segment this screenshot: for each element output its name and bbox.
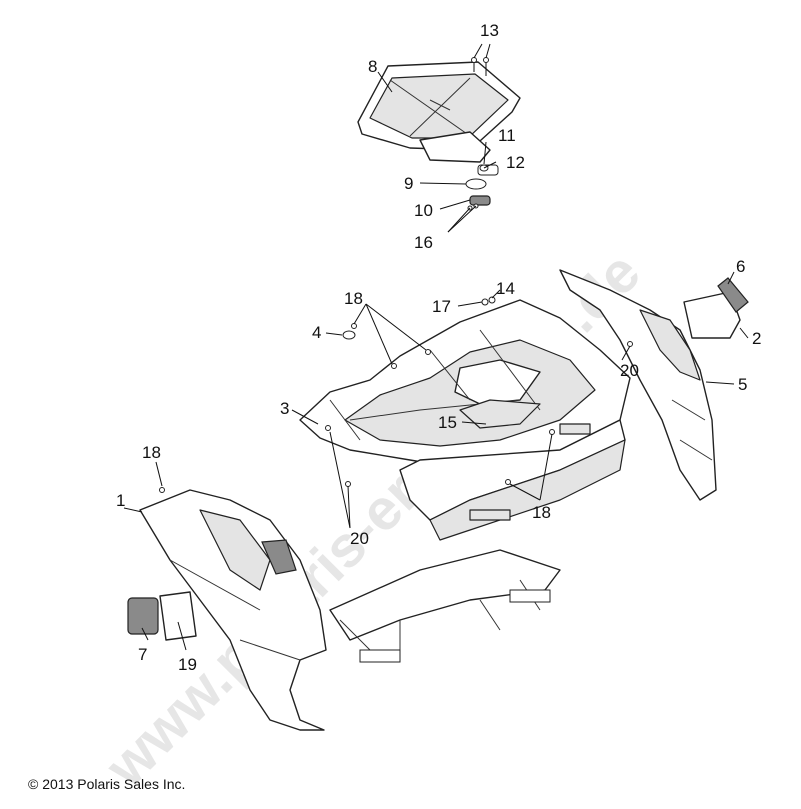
latch-hardware-group	[465, 164, 499, 211]
callout-20-right: 20	[620, 361, 639, 380]
callout-18-top: 18	[344, 289, 363, 308]
frame-mount-right	[509, 589, 551, 603]
callout-17: 17	[432, 297, 451, 316]
part-4-grommet	[342, 330, 356, 340]
callout-6: 6	[736, 257, 745, 276]
part-17-bolt	[481, 298, 489, 306]
part-18-fastener-c	[425, 349, 431, 355]
callout-19: 19	[178, 655, 197, 674]
part-14-nut	[488, 296, 496, 304]
copyright-notice: © 2013 Polaris Sales Inc.	[28, 776, 186, 792]
part-6-vent	[717, 277, 749, 313]
part-18-fastener-d	[159, 487, 165, 493]
panel-vent-detail	[261, 539, 297, 575]
frame-mount-left	[359, 649, 401, 663]
callout-18-left: 18	[142, 443, 161, 462]
callout-15: 15	[438, 413, 457, 432]
part-20-clip-a	[325, 425, 331, 431]
callout-13: 13	[480, 21, 499, 40]
part-18-fastener-f	[549, 429, 555, 435]
callout-3: 3	[280, 399, 289, 418]
callout-9: 9	[404, 174, 413, 193]
cargo-rail-right	[559, 423, 591, 435]
callout-7: 7	[138, 645, 147, 664]
callout-12: 12	[506, 153, 525, 172]
cargo-rail-left	[469, 509, 511, 521]
callout-labels: 1 2 3 4 5 6 7 8 9 10 11 12 13 14 15 16 1…	[116, 21, 761, 674]
part-8-cover-panel	[357, 61, 521, 163]
part-5-right-side-panel	[559, 269, 717, 501]
part-18-fastener-a	[351, 323, 357, 329]
part-19-pad	[159, 591, 197, 641]
leader-lines	[123, 43, 749, 651]
callout-1: 1	[116, 491, 125, 510]
callout-11: 11	[498, 126, 516, 145]
callout-18-bottom: 18	[532, 503, 551, 522]
part-18-fastener-e	[505, 479, 511, 485]
callout-10: 10	[414, 201, 433, 220]
callout-8: 8	[368, 57, 377, 76]
part-3-cargo-box	[299, 299, 631, 541]
part-20-clip-b	[345, 481, 351, 487]
callout-2: 2	[752, 329, 761, 348]
part-15-floor-insert	[459, 399, 541, 429]
frame-assembly	[329, 549, 561, 663]
callout-20-center: 20	[350, 529, 369, 548]
part-18-fastener-b	[391, 363, 397, 369]
part-9-washer	[465, 178, 487, 190]
part-1-left-side-panel	[139, 489, 327, 731]
callout-4: 4	[312, 323, 321, 342]
part-10-bracket	[469, 195, 491, 206]
callout-5: 5	[738, 375, 747, 394]
part-20-clip-c	[627, 341, 633, 347]
part-2-pad	[683, 291, 741, 339]
part-7-grille	[127, 597, 159, 635]
callout-14: 14	[496, 279, 515, 298]
callout-16: 16	[414, 233, 433, 252]
